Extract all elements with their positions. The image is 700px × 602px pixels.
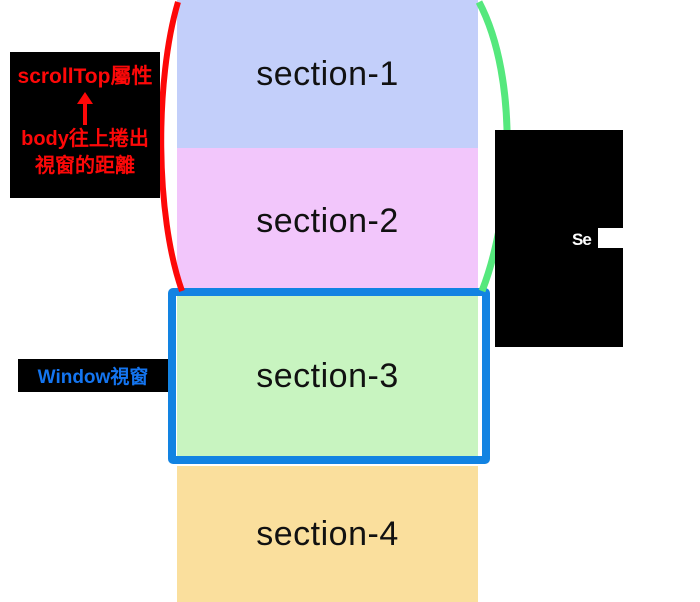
window-viewport-frame (168, 288, 490, 464)
scrolltop-desc-line-2: 視窗的距離 (35, 155, 135, 177)
section-block-2: section-2 (177, 148, 478, 294)
arrow-head (77, 92, 93, 104)
section-3-label: section-3 (256, 356, 399, 395)
scrolltop-title: scrollTop屬性 (17, 65, 153, 88)
window-annotation-label: Window視窗 (37, 367, 149, 388)
section-1-label: section-1 (256, 54, 399, 93)
scrolltop-annotation-box: scrollTop屬性 body往上捲出 視窗的距離 (10, 52, 160, 198)
section-block-3: section-3 (177, 296, 478, 456)
right-annotation-label: Se (572, 230, 592, 249)
section-2-label: section-2 (256, 201, 399, 240)
scrolltop-desc-line-1: body往上捲出 (21, 128, 149, 150)
arrow-up-icon (10, 92, 160, 126)
section-block-4: section-4 (177, 466, 478, 602)
section-block-1: section-1 (177, 0, 478, 148)
section-4-label: section-4 (256, 514, 399, 553)
arrow-shaft (83, 100, 87, 125)
window-annotation-box: Window視窗 (18, 359, 168, 392)
redaction-bar (598, 228, 661, 248)
